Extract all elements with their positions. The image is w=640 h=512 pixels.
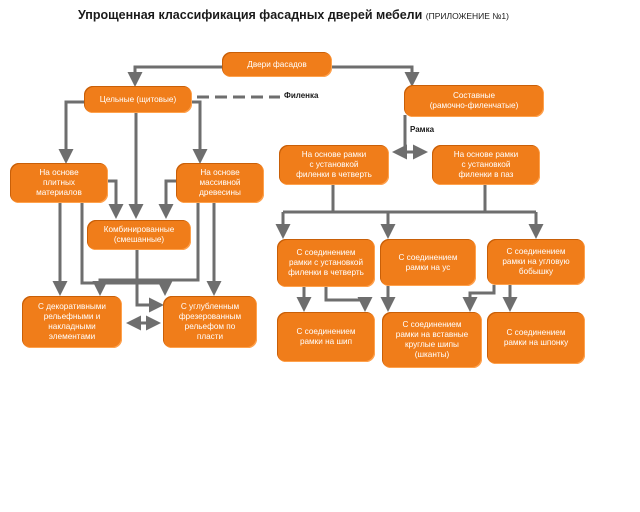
title-appendix: (ПРИЛОЖЕНИЕ №1)	[425, 11, 509, 21]
edge-slab-combined	[108, 179, 124, 219]
page-title: Упрощенная классификация фасадных дверей…	[78, 8, 638, 22]
edge-massive-combined	[158, 179, 176, 219]
edge-doors-composite	[332, 65, 420, 87]
node-slab: На основе плитных материалов	[10, 163, 108, 203]
edge-bus-vertical	[331, 200, 487, 214]
node-frame-groove: На основе рамки с установкой филенки в п…	[432, 145, 540, 185]
edge-slab-milled	[80, 203, 173, 296]
node-milled: С углубленным фрезерованным рельефом по …	[163, 296, 257, 348]
edge-doors-solid	[127, 65, 222, 87]
node-frame-quarter: На основе рамки с установкой филенки в ч…	[279, 145, 389, 185]
edge-solid-slab	[58, 100, 88, 164]
edge-massive-decor	[92, 203, 200, 296]
label-frame: Рамка	[410, 125, 435, 134]
edge-combined-milled	[135, 250, 164, 313]
node-conn-mitre: С соединением рамки на ус	[380, 239, 476, 286]
node-solid: Цельные (щитовые)	[84, 86, 192, 113]
title-main: Упрощенная классификация фасадных дверей…	[78, 8, 423, 22]
edge-frame-quarter	[392, 138, 407, 160]
node-conn-quarter: С соединением рамки с установкой филенки…	[277, 239, 375, 287]
node-composite: Составные (рамочно-филенчатые)	[404, 85, 544, 117]
node-doors: Двери фасадов	[222, 52, 332, 77]
label-panel: Филенка	[284, 91, 319, 100]
node-combined: Комбинированные (смешанные)	[87, 220, 191, 250]
node-conn-dowels: С соединением рамки на вставные круглые …	[382, 312, 482, 368]
node-conn-key: С соединением рамки на шпонку	[487, 312, 585, 364]
edge-quarter-dowels	[324, 287, 373, 312]
node-decor: С декоративными рельефными и накладными …	[22, 296, 122, 348]
node-massive: На основе массивной древесины	[176, 163, 264, 203]
edge-corner-dowels	[462, 285, 496, 312]
node-conn-corner: С соединением рамки на угловую бобышку	[487, 239, 585, 285]
node-conn-tenon: С соединением рамки на шип	[277, 312, 375, 362]
